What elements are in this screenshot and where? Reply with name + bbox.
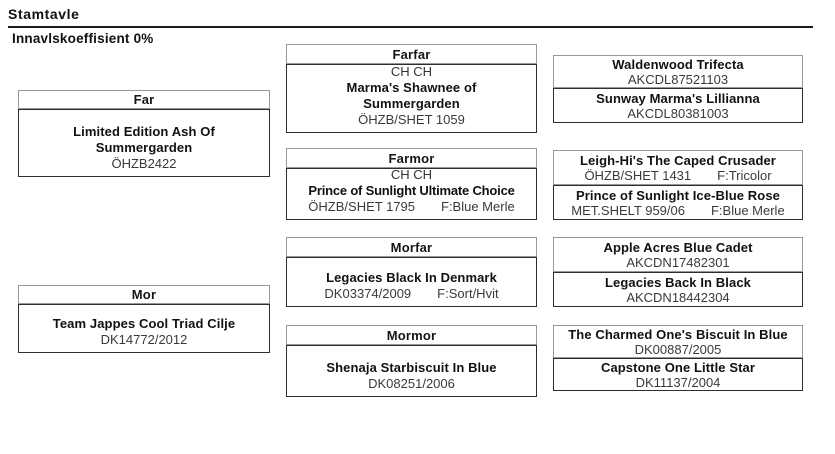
dog-name: Team Jappes Cool Triad Cilje: [52, 316, 236, 331]
registration-number: ÖHZB2422: [111, 156, 177, 171]
dog-name: Marma's Shawnee of Summergarden: [346, 80, 477, 111]
registration-number: ÖHZB/SHET 1059: [358, 112, 465, 127]
dog-name: Prince of Sunlight Ultimate Choice: [308, 183, 515, 198]
pedigree-box-farmor: CH CH Prince of Sunlight Ultimate Choice…: [286, 167, 537, 220]
pedigree-box-morfar: Legacies Black In Denmark DK03374/2009 F…: [286, 257, 537, 307]
dog-name: Shenaja Starbiscuit In Blue: [326, 360, 497, 375]
registration-number: DK03374/2009: [324, 286, 412, 301]
relation-label-morfar: Morfar: [286, 237, 537, 257]
pedigree-box-mor: Team Jappes Cool Triad Cilje DK14772/201…: [18, 304, 270, 353]
registration-number: ÖHZB/SHET 1431: [584, 167, 692, 183]
coat-color: F:Tricolor: [717, 167, 772, 183]
relation-label-farfar: Farfar: [286, 44, 537, 64]
coat-color: F:Blue Merle: [710, 202, 785, 218]
dog-name: Capstone One Little Star: [600, 359, 756, 375]
relation-label-mormor: Mormor: [286, 325, 537, 345]
pedigree-cell-great-grandparent: Legacies Back In Black AKCDN18442304: [553, 272, 803, 307]
dog-name: Leigh-Hi's The Caped Crusader: [580, 152, 776, 168]
pedigree-cell-great-grandparent: Leigh-Hi's The Caped Crusader ÖHZB/SHET …: [553, 150, 803, 185]
pedigree-cell-great-grandparent: The Charmed One's Biscuit In Blue DK0088…: [553, 325, 803, 358]
pedigree-cell-great-grandparent: Capstone One Little Star DK11137/2004: [553, 358, 803, 391]
champion-titles: CH CH: [390, 64, 433, 79]
registration-row: AKCDL80381003: [627, 106, 728, 121]
pedigree-cell-great-grandparent: Apple Acres Blue Cadet AKCDN17482301: [553, 237, 803, 272]
registration-row: AKCDN17482301: [626, 255, 729, 270]
registration-row: ÖHZB/SHET 1795 F:Blue Merle: [308, 199, 514, 215]
registration-number: AKCDN18442304: [626, 289, 730, 305]
pedigree-box-mormor: Shenaja Starbiscuit In Blue DK08251/2006: [286, 345, 537, 397]
registration-row: ÖHZB2422: [111, 156, 176, 172]
registration-number: DK14772/2012: [100, 332, 188, 347]
registration-row: DK00887/2005: [635, 342, 722, 357]
registration-row: DK03374/2009 F:Sort/Hvit: [324, 286, 498, 302]
pedigree-cell-great-grandparent: Prince of Sunlight Ice-Blue Rose MET.SHE…: [553, 185, 803, 220]
coat-color: F:Sort/Hvit: [437, 286, 499, 301]
dog-name: Legacies Back In Black: [605, 274, 751, 290]
dog-name: The Charmed One's Biscuit In Blue: [568, 326, 788, 342]
registration-row: ÖHZB/SHET 1431 F:Tricolor: [584, 168, 771, 183]
relation-label-far: Far: [18, 90, 270, 109]
registration-number: MET.SHELT 959/06: [571, 202, 685, 218]
pedigree-cell-great-grandparent: Waldenwood Trifecta AKCDL87521103: [553, 55, 803, 88]
pedigree-box-farfar: CH CH Marma's Shawnee of Summergarden ÖH…: [286, 64, 537, 133]
registration-row: DK08251/2006: [368, 376, 455, 392]
page-title: Stamtavle: [8, 6, 80, 22]
dog-name: Legacies Black In Denmark: [326, 270, 497, 285]
relation-label-farmor: Farmor: [286, 148, 537, 168]
registration-number: DK08251/2006: [368, 376, 455, 391]
dog-name: Sunway Marma's Lillianna: [596, 90, 760, 106]
registration-number: DK11137/2004: [635, 374, 721, 390]
registration-row: DK14772/2012: [101, 332, 188, 348]
registration-row: MET.SHELT 959/06 F:Blue Merle: [571, 203, 784, 218]
registration-row: AKCDL87521103: [628, 72, 728, 87]
dog-name: Limited Edition Ash Of Summergarden: [73, 124, 215, 155]
registration-number: ÖHZB/SHET 1795: [308, 199, 415, 214]
registration-row: DK11137/2004: [636, 375, 721, 390]
registration-number: DK00887/2005: [634, 341, 722, 357]
dog-name: Apple Acres Blue Cadet: [603, 239, 753, 255]
registration-number: AKCDN17482301: [626, 254, 730, 270]
registration-row: AKCDN18442304: [626, 290, 729, 305]
coat-color: F:Blue Merle: [441, 199, 515, 214]
pedigree-box-far: Limited Edition Ash Of Summergarden ÖHZB…: [18, 109, 270, 177]
title-underline: [8, 26, 813, 28]
dog-name: Waldenwood Trifecta: [612, 56, 744, 72]
pedigree-cell-great-grandparent: Sunway Marma's Lillianna AKCDL80381003: [553, 88, 803, 123]
registration-number: AKCDL80381003: [627, 105, 729, 121]
relation-label-mor: Mor: [18, 285, 270, 304]
registration-number: AKCDL87521103: [627, 71, 729, 87]
inbreeding-coefficient-label: Innavlskoeffisient 0%: [12, 31, 154, 46]
dog-name: Prince of Sunlight Ice-Blue Rose: [575, 187, 780, 203]
registration-row: ÖHZB/SHET 1059: [358, 112, 465, 128]
champion-titles: CH CH: [390, 167, 433, 182]
